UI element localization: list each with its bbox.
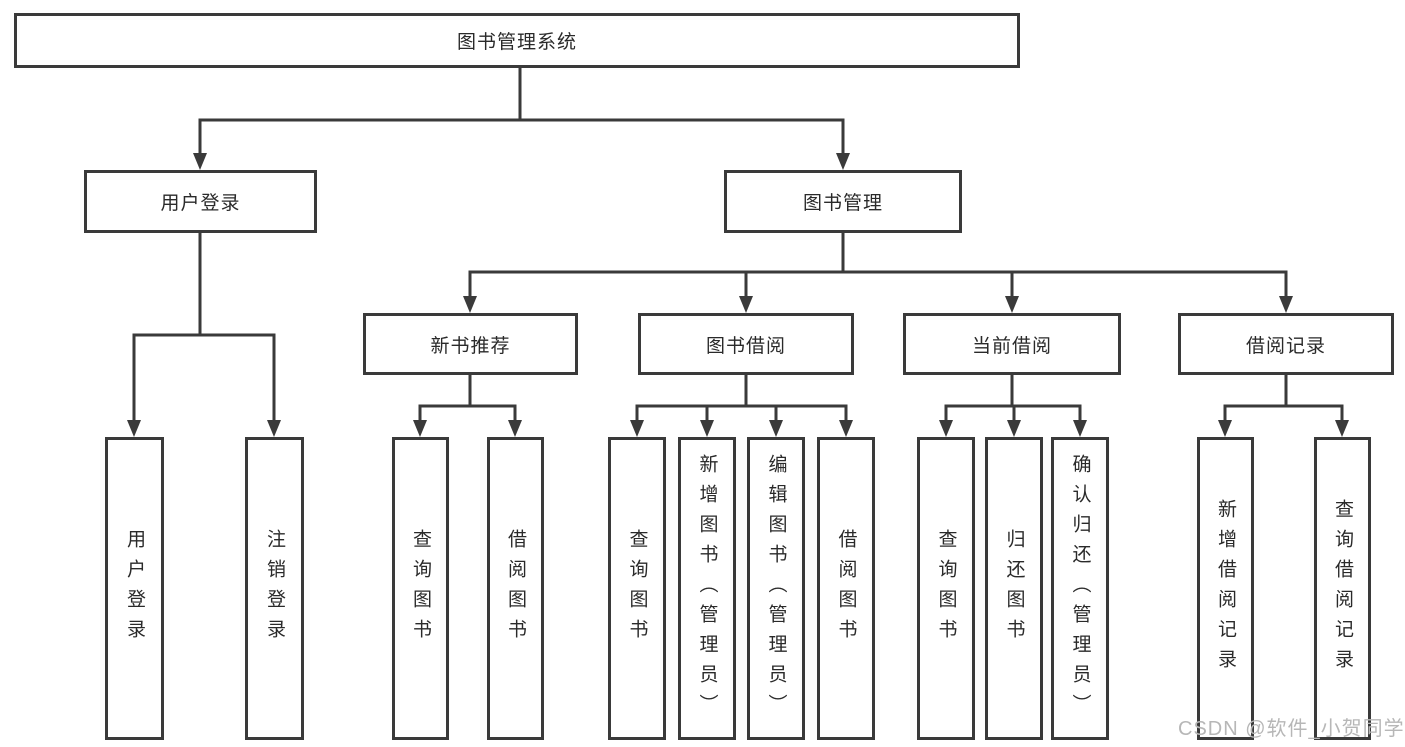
node-add-borrow-record: 新增借阅记录	[1197, 437, 1254, 740]
connector-borrow-record-children	[1218, 375, 1349, 437]
connector-new-book-children	[413, 375, 522, 437]
node-return-books-label: 归还图书	[1003, 528, 1025, 649]
node-borrowing-records-label: 借阅记录	[1245, 335, 1326, 357]
node-confirm-return-admin: 确认归还（管理员）	[1051, 437, 1109, 740]
node-recommend-search-books: 查询图书	[392, 437, 449, 740]
node-user-login: 用户登录	[84, 170, 317, 233]
node-book-management-label: 图书管理	[802, 193, 883, 214]
node-recommend-borrow-books: 借阅图书	[487, 437, 544, 740]
node-borrow-books-label: 借阅图书	[835, 528, 857, 649]
node-system-root-label: 图书管理系统	[456, 32, 577, 53]
node-book-borrowing-label: 图书借阅	[705, 335, 786, 357]
node-logout-label: 注销登录	[264, 528, 285, 649]
node-current-search-books: 查询图书	[917, 437, 975, 740]
connector-user-login-children	[127, 233, 281, 437]
node-search-borrow-record: 查询借阅记录	[1314, 437, 1371, 740]
node-user-login-label: 用户登录	[160, 193, 241, 214]
node-edit-books-admin-label: 编辑图书（管理员）	[765, 453, 787, 724]
node-add-books-admin-label: 新增图书（管理员）	[696, 453, 718, 724]
connector-root-to-level2	[193, 68, 850, 170]
node-system-root: 图书管理系统	[14, 13, 1020, 68]
node-current-borrowing: 当前借阅	[903, 313, 1121, 375]
node-borrowing-search-books: 查询图书	[608, 437, 666, 740]
node-add-borrow-record-label: 新增借阅记录	[1215, 498, 1236, 679]
node-borrow-books: 借阅图书	[817, 437, 875, 740]
node-search-borrow-record-label: 查询借阅记录	[1332, 498, 1353, 679]
node-borrowing-records: 借阅记录	[1178, 313, 1394, 375]
node-borrowing-search-books-label: 查询图书	[626, 528, 648, 649]
node-new-book-recommendation-label: 新书推荐	[430, 335, 511, 357]
node-add-books-admin: 新增图书（管理员）	[678, 437, 736, 740]
node-user-login-action-label: 用户登录	[124, 528, 145, 649]
node-current-search-books-label: 查询图书	[935, 528, 957, 649]
node-book-borrowing: 图书借阅	[638, 313, 854, 375]
node-book-management: 图书管理	[724, 170, 962, 233]
node-return-books: 归还图书	[985, 437, 1043, 740]
node-logout: 注销登录	[245, 437, 304, 740]
node-recommend-borrow-books-label: 借阅图书	[505, 528, 526, 649]
connector-book-borrow-children	[630, 375, 853, 437]
node-user-login-action: 用户登录	[105, 437, 164, 740]
node-new-book-recommendation: 新书推荐	[363, 313, 578, 375]
node-current-borrowing-label: 当前借阅	[971, 335, 1052, 357]
node-edit-books-admin: 编辑图书（管理员）	[747, 437, 805, 740]
watermark-text: CSDN @软件_小贺同学	[1178, 718, 1405, 740]
node-recommend-search-books-label: 查询图书	[410, 528, 431, 649]
node-confirm-return-admin-label: 确认归还（管理员）	[1069, 453, 1091, 724]
connector-book-management-children	[463, 233, 1293, 313]
connector-current-borrow-children	[939, 375, 1087, 437]
